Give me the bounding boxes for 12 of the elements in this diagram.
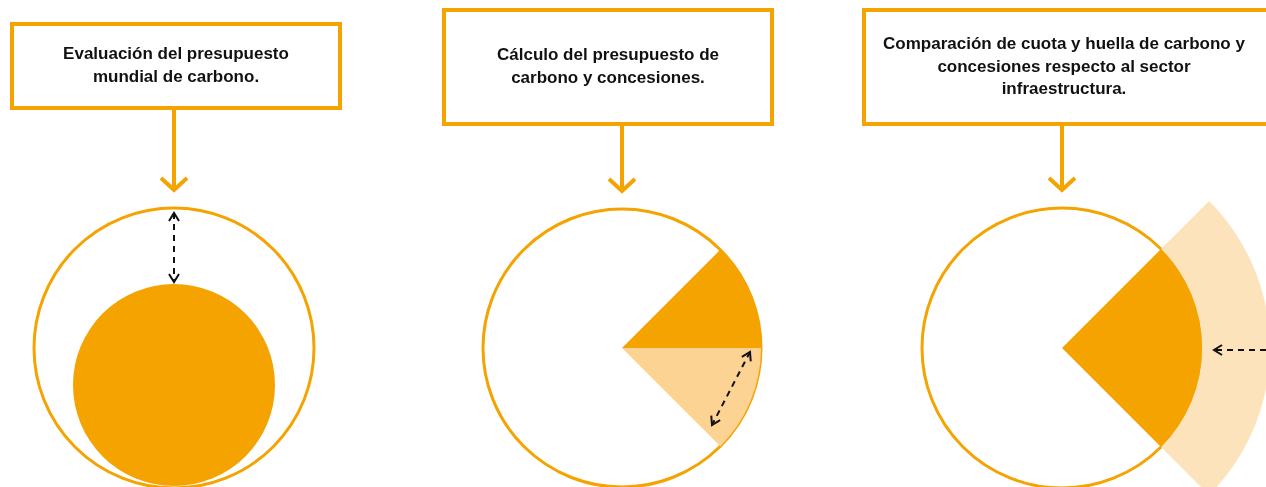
circle-diagram-drawing bbox=[920, 200, 1266, 487]
circle-diagram-drawing bbox=[481, 207, 763, 487]
arrow bbox=[607, 126, 637, 193]
step-text: Comparación de cuota y huella de carbono y concesiones respecto al sector infraestructura. bbox=[882, 32, 1246, 101]
circle-diagram-drawing bbox=[32, 206, 316, 487]
step-text: Cálculo del presupuesto de carbono y concesiones. bbox=[496, 44, 720, 89]
arrow bbox=[159, 110, 189, 192]
arrow bbox=[1047, 126, 1077, 192]
process-box bbox=[442, 8, 774, 126]
process-box bbox=[862, 8, 1266, 126]
process-box bbox=[10, 22, 342, 110]
step-text: Evaluación del presupuesto mundial de carbono. bbox=[62, 43, 290, 88]
